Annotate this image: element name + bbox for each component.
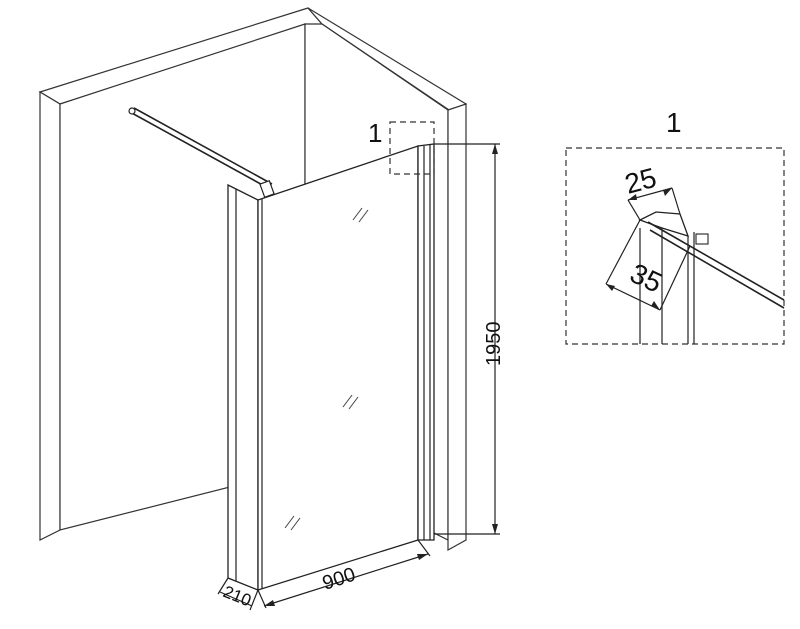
right-wall-edge [447, 103, 467, 552]
return-panel-glass [227, 183, 259, 591]
glass-reflection-marks [284, 207, 369, 531]
detail-callout-box [389, 121, 435, 175]
stabilizer-bar [128, 107, 275, 199]
detail-clamp [695, 233, 709, 245]
wall-profile [417, 143, 435, 541]
wall-profile-body [417, 143, 435, 541]
main-glass [257, 145, 419, 591]
main-glass-panel [257, 145, 419, 591]
detail-view-title: 1 [666, 107, 682, 138]
bar-wall-mount [128, 107, 136, 115]
left-wall-edge [39, 90, 61, 541]
height-value: 1950 [483, 322, 505, 367]
return-panel [227, 183, 259, 591]
detail-marker-1: 1 [368, 118, 435, 175]
profile-depth-value: 35 [625, 257, 666, 298]
profile-width-value: 25 [622, 162, 660, 200]
detail-view: 1 25 35 [565, 107, 785, 345]
height-dimension: 1950 [434, 143, 505, 535]
detail-profile-top [638, 211, 690, 238]
detail-view-frame [565, 147, 785, 345]
detail-marker-label: 1 [368, 118, 382, 148]
